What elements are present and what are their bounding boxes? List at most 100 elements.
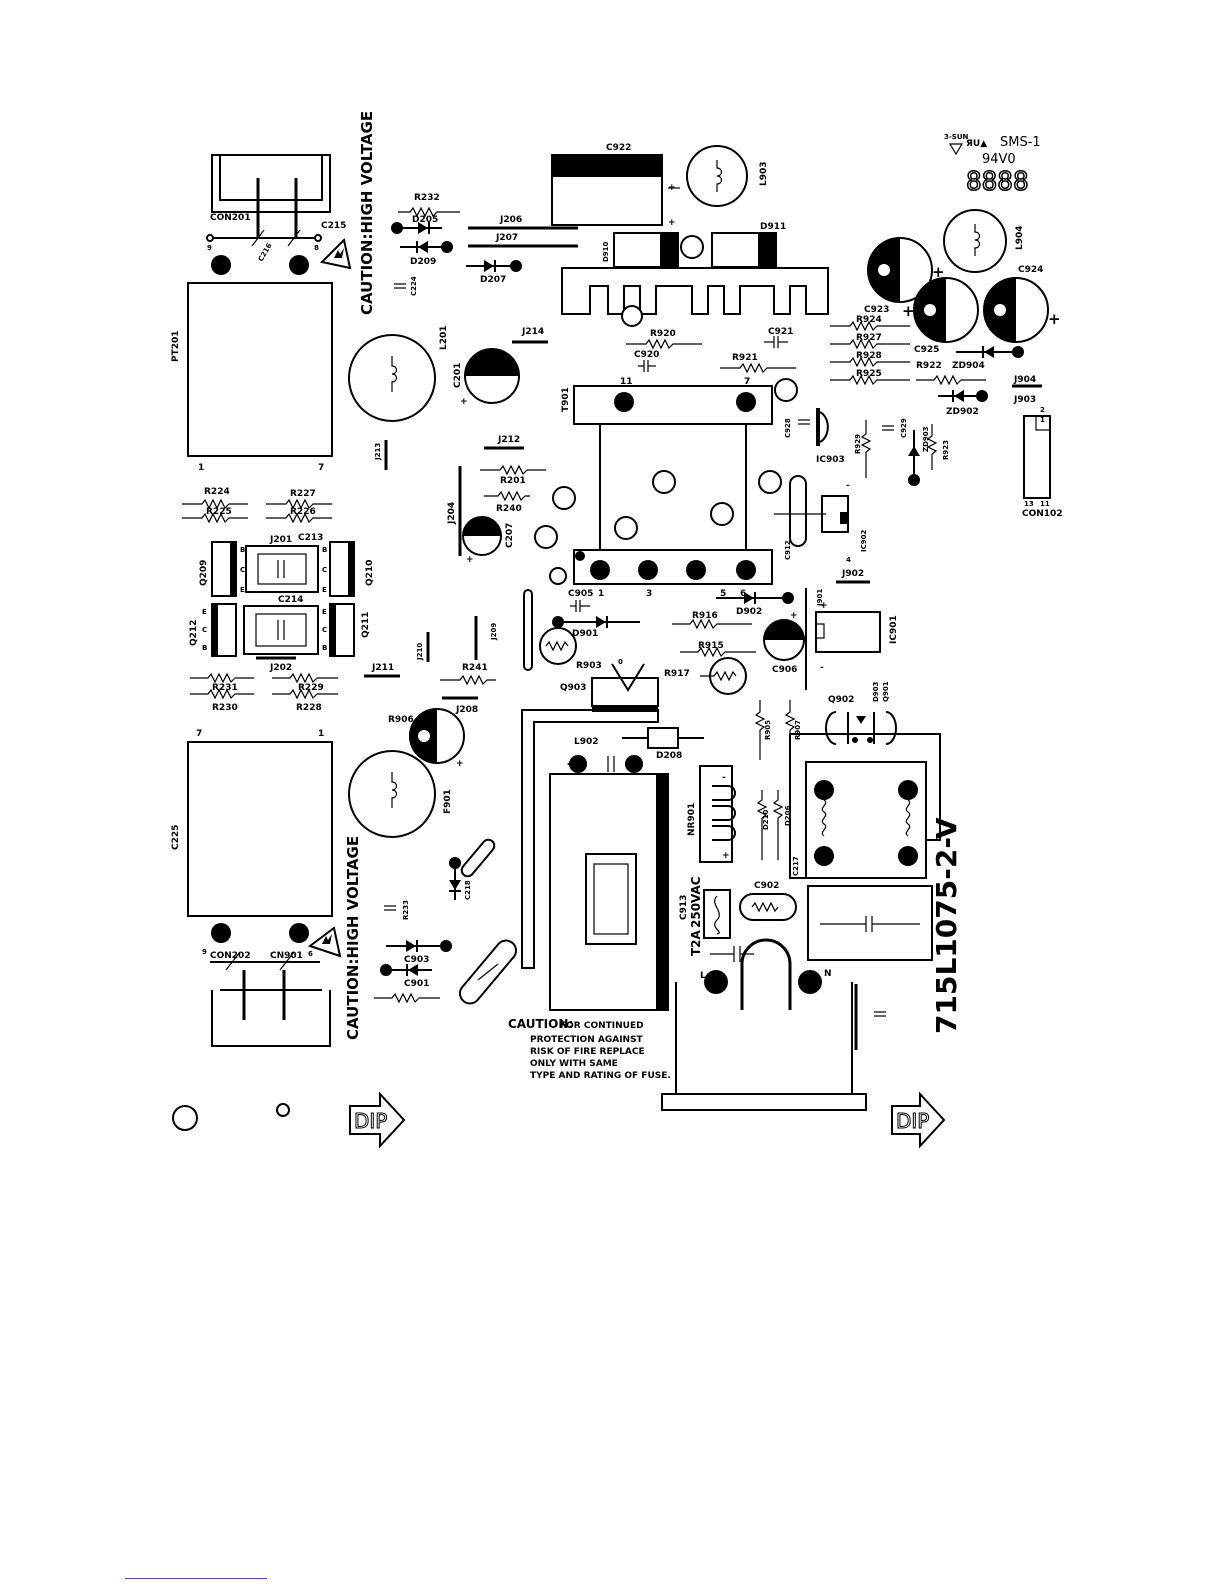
d911-diode [711,232,777,268]
zd902-zener [938,390,988,402]
svg-text:-: - [820,663,824,673]
svg-text:B: B [240,546,245,554]
c920-capacitor [638,360,656,372]
label-nr901: C902 [754,881,779,891]
db901-bridge: -+ [699,765,736,863]
svg-text:-: - [722,773,726,783]
svg-text:4: 4 [846,556,851,564]
c201-capacitor: + [460,348,520,407]
label-j204: J204 [447,502,457,525]
label-r929: R929 [854,434,862,454]
label-line: L [700,971,706,981]
svg-text:C: C [322,566,327,574]
label-q209: Q209 [199,560,209,586]
label-zd904: ZD904 [952,361,985,371]
label-f901: C913 [679,895,689,920]
r905-resistor [754,700,766,760]
caution-fuse-line-3: RISK OF FIRE REPLACE [530,1047,645,1057]
d910-pad [680,235,704,259]
r241-resistor [440,674,496,686]
svg-text:-: - [846,481,850,491]
label-r923: R923 [942,440,950,460]
d206-diode [380,964,432,976]
svg-text:E: E [202,608,207,616]
caution-fuse-line-4: ONLY WITH SAME [530,1059,618,1069]
label-r906: D206 [784,805,792,826]
svg-text:E: E [240,586,245,594]
c912-capacitor [789,475,807,547]
label-d209: D209 [410,257,436,267]
label-d205: D205 [412,215,438,225]
label-c923: C923 [864,305,889,315]
svg-text:+: + [668,218,676,228]
r227-resistor [266,498,332,510]
board-id: 715L1075-2-V [930,817,963,1034]
label-q210: Q210 [365,560,375,586]
label-j202: J202 [269,663,292,673]
label-r227: R227 [290,489,316,499]
q211-transistor: ECB [322,603,355,657]
pin-pt201-left: 1 [198,463,204,473]
c929-capacitor [882,425,894,431]
label-c929: C929 [900,418,908,438]
c925-capacitor: + [902,277,979,343]
caution-fuse-line-5: TYPE AND RATING OF FUSE. [530,1071,671,1081]
mounting-hole [621,305,643,327]
r917-resistor [700,657,747,695]
l201-inductor [348,334,436,422]
svg-text:+: + [790,611,798,621]
label-d207: D207 [480,275,506,285]
label-r925: R925 [856,369,882,379]
label-q212: Q212 [189,620,199,646]
label-c920: C920 [634,350,659,360]
r907-resistor [784,700,796,760]
label-r201: R201 [500,476,526,486]
label-j209: J209 [490,623,498,641]
r923-resistor [926,424,938,470]
r231-resistor [190,672,254,684]
l904-inductor [943,209,1007,273]
label-l202: F901 [443,789,453,814]
fuse-voltage: 250VAC [689,876,703,928]
footer-link-underline[interactable] [125,1578,267,1579]
label-d911: D911 [760,222,786,232]
label-j207: J207 [495,233,518,243]
label-j213: J213 [374,443,382,461]
r903-resistor [539,627,577,665]
label-c912: C912 [784,540,792,560]
pin-t901-6: 6 [740,589,746,599]
label-r224: R224 [204,487,230,497]
pin-con202-left: 9 [202,948,207,956]
svg-text:C: C [202,626,207,634]
label-con201: CON201 [210,213,251,223]
label-r921: R921 [732,353,758,363]
pin-pt201-right: 7 [318,463,324,473]
c214-block [243,605,319,655]
label-j901: J901 [816,589,824,607]
svg-text:B: B [202,644,207,652]
caution-fuse-heading: CAUTION: [508,1017,573,1031]
svg-text:+: + [466,555,474,565]
pin-t901-7: 7 [744,377,750,387]
label-pt202: C225 [171,825,181,850]
label-l904: L904 [1015,225,1025,250]
dip-arrow-left-icon [349,1091,406,1149]
r906-resistor [772,790,784,860]
label-c225: R233 [402,900,410,920]
label-r240: R240 [496,504,522,514]
caution-fuse-line-1: FOR CONTINUED [560,1021,644,1031]
c921-capacitor [764,336,788,348]
mounting-hole-small [276,1103,290,1117]
r230-resistor [190,688,254,700]
label-r916: R916 [692,611,718,621]
c913-capacitor [459,939,517,1005]
label-neutral: N [824,969,832,979]
zd903-zener [908,430,920,486]
d205-diode [391,222,442,234]
r225-resistor [182,512,248,524]
c224-capacitor [394,283,406,289]
c904-capacitor: + [549,755,669,1011]
mounting-hole [774,378,798,402]
svg-text:B: B [322,644,327,652]
